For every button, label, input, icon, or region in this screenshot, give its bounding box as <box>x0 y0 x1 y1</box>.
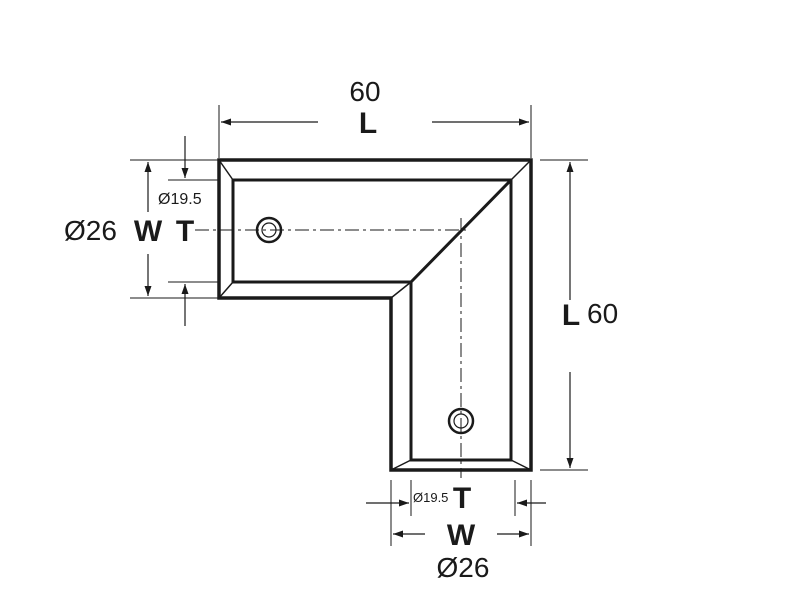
right-length-value: 60 <box>587 298 618 329</box>
extension-lines <box>130 105 588 546</box>
right-length-symbol: L <box>562 299 580 332</box>
bottom-width-symbol: W <box>447 519 476 552</box>
bottom-outer-diameter: Ø26 <box>437 552 490 583</box>
dimension-arrows <box>144 118 574 538</box>
left-outer-diameter: Ø26 <box>64 215 117 246</box>
left-inner-diameter: Ø19.5 <box>158 191 202 208</box>
left-width-symbol: W <box>134 215 163 248</box>
bevel-lines <box>218 159 532 471</box>
bottom-inner-diameter: Ø19.5 <box>413 490 448 505</box>
top-length-symbol: L <box>359 107 377 140</box>
screw-hole-bottom <box>447 407 475 435</box>
bottom-thickness-symbol: T <box>453 482 471 515</box>
top-length-value: 60 <box>349 76 380 107</box>
screw-hole-left <box>255 216 283 244</box>
left-thickness-symbol: T <box>176 215 194 248</box>
center-lines <box>195 218 468 478</box>
connector-body <box>217 158 533 472</box>
